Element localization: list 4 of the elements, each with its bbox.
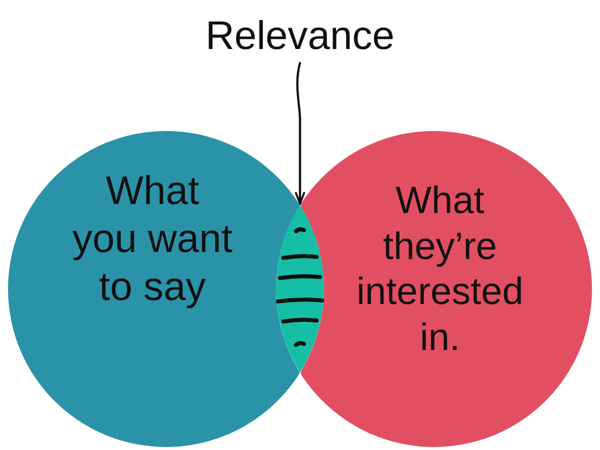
arrow bbox=[294, 62, 306, 205]
circle-label: What you want to say bbox=[71, 168, 234, 311]
circle-label: What they’re interested in. bbox=[356, 179, 524, 361]
callout-label: Relevance bbox=[180, 12, 420, 60]
